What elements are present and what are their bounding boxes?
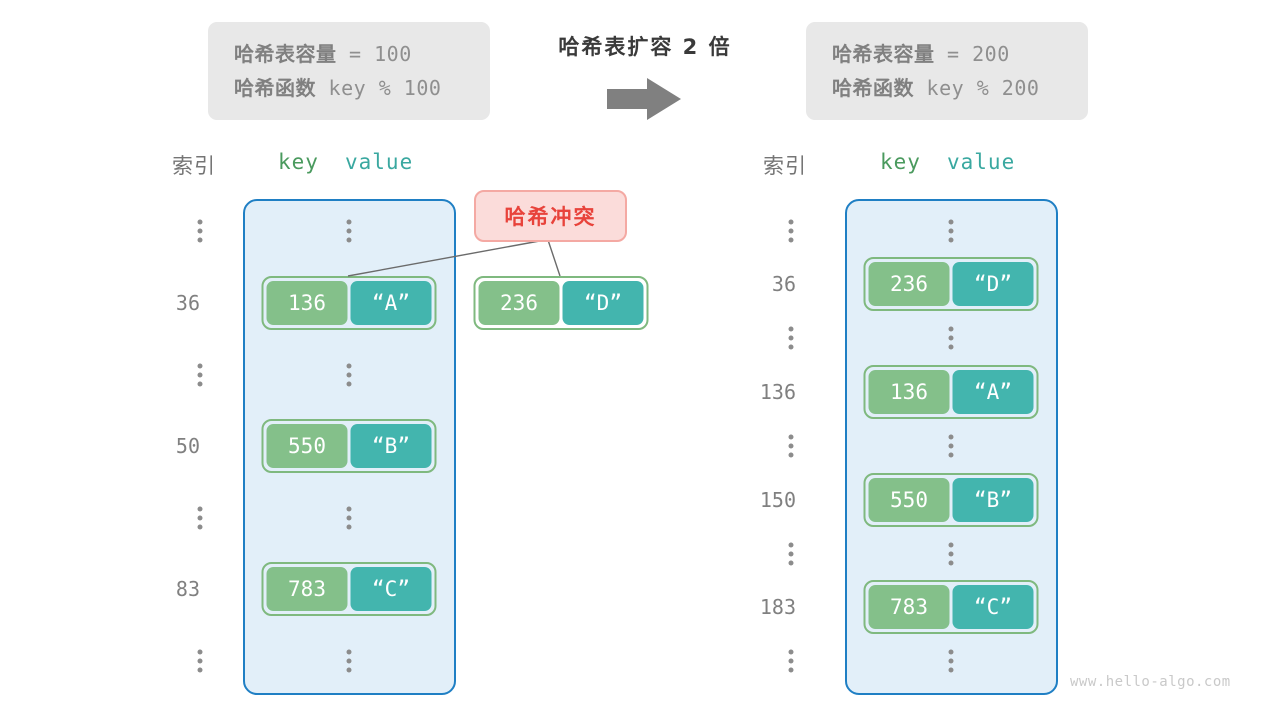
info-box-after: 哈希表容量 = 200 哈希函数 key % 200: [806, 22, 1088, 120]
index-ellipsis: [788, 326, 794, 350]
table-entry: 783 “C”: [863, 580, 1039, 634]
function-line-before: 哈希函数 key % 100: [234, 71, 464, 105]
cell-ellipsis: [346, 363, 352, 387]
index-ellipsis: [788, 649, 794, 673]
capacity-label: 哈希表容量: [832, 42, 935, 66]
header-value-left: value: [345, 150, 414, 174]
capacity-value: 200: [972, 42, 1010, 66]
cell-ellipsis: [346, 649, 352, 673]
table-entry: 550 “B”: [261, 419, 437, 473]
table-entry: 550 “B”: [863, 473, 1039, 527]
info-box-before: 哈希表容量 = 100 哈希函数 key % 100: [208, 22, 490, 120]
function-label: 哈希函数: [234, 76, 316, 100]
cell-ellipsis: [948, 326, 954, 350]
capacity-line-after: 哈希表容量 = 200: [832, 37, 1062, 71]
index-label: 83: [175, 577, 200, 601]
cell-ellipsis: [948, 542, 954, 566]
table-entry: 136 “A”: [261, 276, 437, 330]
entry-value: “B”: [350, 424, 432, 468]
watermark: www.hello-algo.com: [1070, 674, 1231, 690]
capacity-equals: =: [934, 42, 973, 66]
entry-value: “C”: [952, 585, 1034, 629]
entry-key: 550: [868, 478, 950, 522]
index-ellipsis: [788, 542, 794, 566]
colliding-entry: 236 “D”: [473, 276, 649, 330]
index-label: 36: [175, 291, 200, 315]
cell-ellipsis: [948, 219, 954, 243]
cell-ellipsis: [346, 506, 352, 530]
entry-value: “B”: [952, 478, 1034, 522]
index-ellipsis: [197, 219, 203, 243]
function-line-after: 哈希函数 key % 200: [832, 71, 1062, 105]
header-index-right: 索引: [763, 154, 807, 178]
header-value-right: value: [947, 150, 1016, 174]
capacity-value: 100: [374, 42, 412, 66]
entry-value: “D”: [952, 262, 1034, 306]
entry-key: 550: [266, 424, 348, 468]
index-label: 150: [759, 488, 796, 512]
capacity-equals: =: [336, 42, 375, 66]
cell-ellipsis: [948, 434, 954, 458]
index-ellipsis: [197, 363, 203, 387]
cell-ellipsis: [346, 219, 352, 243]
index-label: 50: [175, 434, 200, 458]
capacity-line-before: 哈希表容量 = 100: [234, 37, 464, 71]
index-ellipsis: [197, 649, 203, 673]
function-expression: key % 200: [914, 76, 1040, 100]
index-ellipsis: [788, 219, 794, 243]
capacity-label: 哈希表容量: [234, 42, 337, 66]
index-label: 183: [759, 595, 796, 619]
entry-key: 783: [868, 585, 950, 629]
entry-key: 136: [868, 370, 950, 414]
entry-key: 783: [266, 567, 348, 611]
table-entry: 783 “C”: [261, 562, 437, 616]
index-ellipsis: [197, 506, 203, 530]
collision-badge: 哈希冲突: [474, 190, 627, 242]
right-arrow-icon: [607, 78, 681, 120]
entry-key: 136: [266, 281, 348, 325]
page-title: 哈希表扩容 2 倍: [558, 35, 732, 59]
cell-ellipsis: [948, 649, 954, 673]
entry-key: 236: [478, 281, 560, 325]
header-key-left: key: [278, 150, 319, 174]
header-key-right: key: [880, 150, 921, 174]
entry-value: “C”: [350, 567, 432, 611]
index-label: 136: [759, 380, 796, 404]
function-expression: key % 100: [316, 76, 442, 100]
entry-value: “A”: [952, 370, 1034, 414]
table-entry: 236 “D”: [863, 257, 1039, 311]
table-entry: 136 “A”: [863, 365, 1039, 419]
entry-value: “A”: [350, 281, 432, 325]
index-ellipsis: [788, 434, 794, 458]
entry-value: “D”: [562, 281, 644, 325]
function-label: 哈希函数: [832, 76, 914, 100]
header-index-left: 索引: [172, 154, 216, 178]
index-label: 36: [771, 272, 796, 296]
entry-key: 236: [868, 262, 950, 306]
